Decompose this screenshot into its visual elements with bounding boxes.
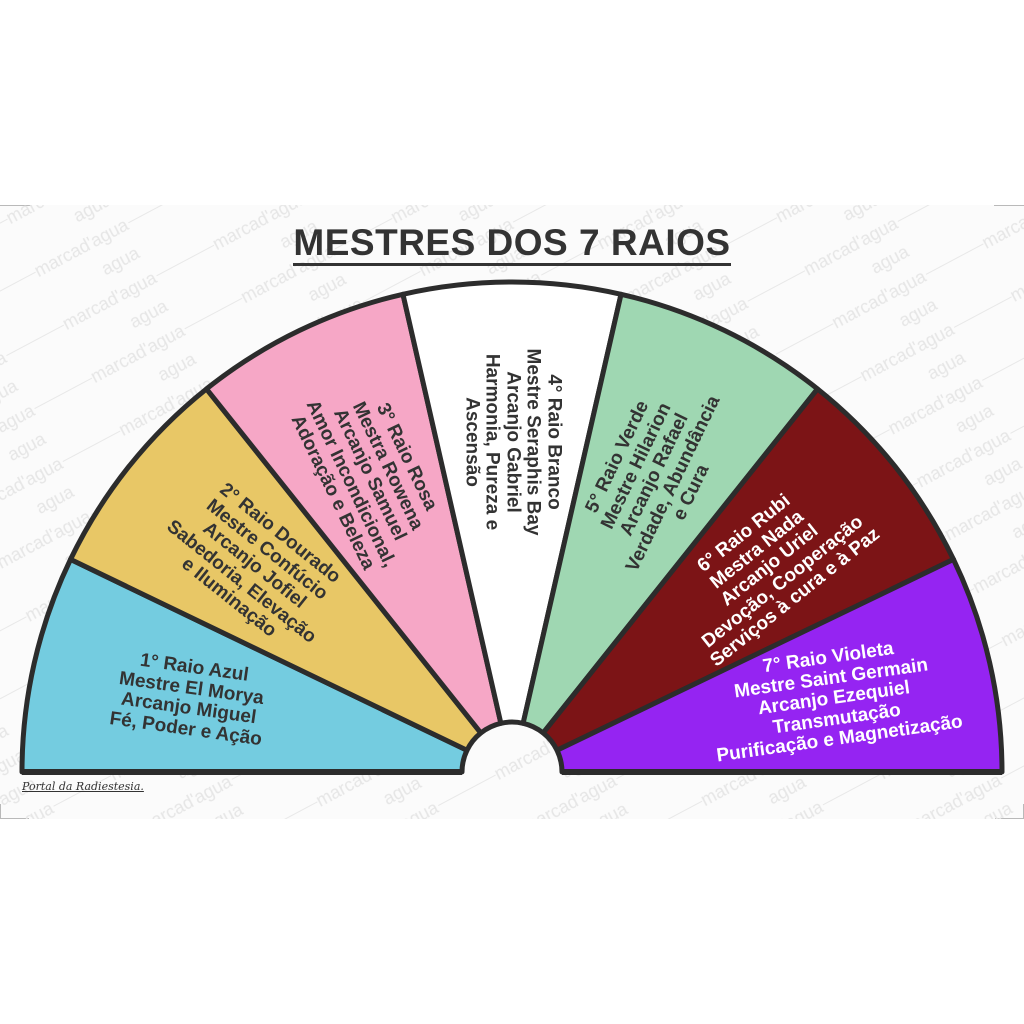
ray-4-line-3: Arcanjo Gabriel xyxy=(502,371,524,513)
ray-wedge-6 xyxy=(540,386,956,753)
footer-credit: Portal da Radiestesia. xyxy=(22,780,144,793)
title-text: MESTRES DOS 7 RAIOS xyxy=(293,222,731,266)
ray-4-line-1: 4° Raio Branco xyxy=(543,374,565,510)
ray-wedge-5 xyxy=(520,291,821,736)
ray-wedge-2 xyxy=(68,386,484,753)
ray-wedge-4 xyxy=(400,279,624,726)
ray-4-line-4: Harmonia, Pureza e xyxy=(481,353,503,531)
page-title: MESTRES DOS 7 RAIOS xyxy=(0,222,1024,266)
ray-wedge-1 xyxy=(19,556,470,775)
ray-4-line-2: Mestre Seraphis Bay xyxy=(522,348,544,536)
ray-wedge-7 xyxy=(554,556,1005,775)
ray-4-line-5: Ascensão xyxy=(461,397,483,487)
